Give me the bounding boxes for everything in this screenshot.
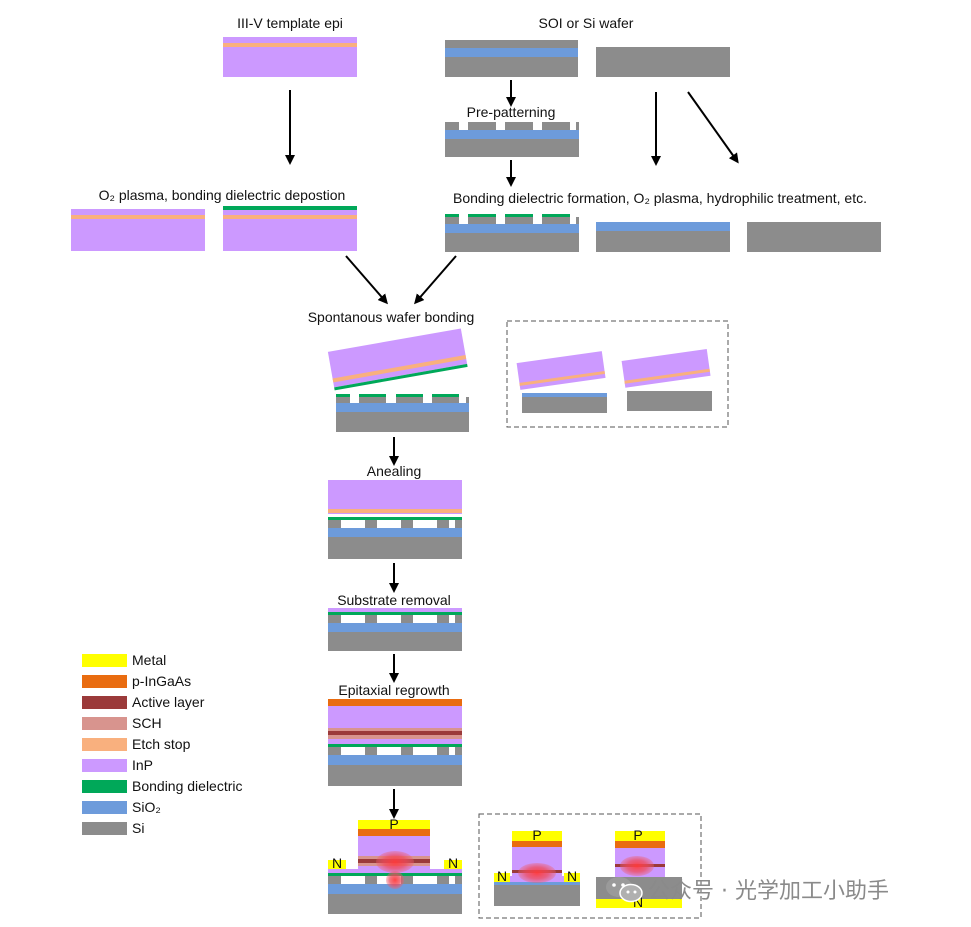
- alt-mode-glow-1: [518, 863, 556, 883]
- dielectric-coated-wafer: [223, 206, 357, 251]
- legend-swatch-si: [82, 822, 127, 835]
- legend-swatch-metal: [82, 654, 127, 667]
- prepatterned-soi: [445, 122, 579, 157]
- legend-label: Metal: [132, 652, 167, 668]
- label-bonding-formation: Bonding dielectric formation, O₂ plasma,…: [453, 190, 867, 206]
- alt-bond-soi: [516, 351, 607, 413]
- legend-item: Active layer: [82, 694, 282, 715]
- final-laser-device: [328, 820, 462, 914]
- legend-label: SiO₂: [132, 799, 161, 815]
- legend-swatch-etch-stop: [82, 738, 127, 751]
- watermark-text: 公众号 · 光学加工小助手: [648, 879, 889, 904]
- si-wafer: [596, 47, 730, 77]
- alt-mode-glow-2: [620, 856, 654, 876]
- wechat-icon: [604, 874, 644, 904]
- label-substrate-removal: Substrate removal: [337, 592, 451, 608]
- alt-bonding-inset: [506, 320, 729, 428]
- legend-swatch-bonding: [82, 780, 127, 793]
- substrate-removed-stack: [328, 608, 462, 651]
- tilted-epi-wafer: [327, 328, 468, 391]
- label-pre-patterning: Pre-patterning: [467, 104, 556, 120]
- legend-label: SCH: [132, 715, 162, 731]
- annealed-stack: [328, 480, 462, 559]
- legend-label: p-InGaAs: [132, 673, 192, 689]
- legend-label: InP: [132, 757, 154, 773]
- legend-swatch-p-ingaas: [82, 675, 127, 688]
- legend-item: SCH: [82, 715, 282, 736]
- device-p-contact: P: [389, 816, 398, 832]
- alt-device-1-n-left: N: [497, 868, 507, 884]
- legend-item: Metal: [82, 652, 282, 673]
- legend-item: Si: [82, 820, 282, 841]
- label-template-epi: III-V template epi: [237, 15, 343, 31]
- legend-item: p-InGaAs: [82, 673, 282, 694]
- arrow-converge-right: [414, 255, 457, 305]
- label-anealing: Anealing: [367, 463, 422, 479]
- legend-label: Active layer: [132, 694, 205, 710]
- alt-device-2-p: P: [633, 827, 642, 843]
- legend-label: Si: [132, 820, 145, 836]
- legend-swatch-active: [82, 696, 127, 709]
- optical-mode-glow: [376, 851, 414, 873]
- device-n-contact-right: N: [448, 855, 458, 871]
- legend-swatch-sio2: [82, 801, 127, 814]
- label-o2-plasma: O₂ plasma, bonding dielectric depostion: [99, 187, 346, 203]
- label-soi-wafer: SOI or Si wafer: [539, 15, 634, 31]
- template-epi-wafer: [223, 37, 357, 77]
- alt-device-1-n-right: N: [567, 868, 577, 884]
- label-spontaneous-bonding: Spontanous wafer bonding: [308, 309, 475, 325]
- legend-swatch-sch: [82, 717, 127, 730]
- alt-device-1-p: P: [532, 827, 541, 843]
- legend-swatch-inp: [82, 759, 127, 772]
- alt-bond-si: [621, 349, 712, 411]
- regrown-stack: [328, 699, 462, 786]
- arrow-converge-left: [345, 255, 388, 305]
- optical-mode-tail: [386, 871, 404, 889]
- arrow-si-diag: [687, 91, 739, 164]
- legend-item: Bonding dielectric: [82, 778, 282, 799]
- legend-item: InP: [82, 757, 282, 778]
- alt-device-2-n: N: [633, 894, 643, 910]
- alt-device-soi: [494, 831, 580, 906]
- label-epitaxial-regrowth: Epitaxial regrowth: [338, 682, 449, 698]
- legend-label: Bonding dielectric: [132, 778, 243, 794]
- material-legend: Metal p-InGaAs Active layer SCH Etch sto…: [82, 652, 282, 841]
- legend-item: SiO₂: [82, 799, 282, 820]
- soi-wafer: [445, 40, 578, 77]
- bonding-dielectric-soi: [445, 214, 579, 252]
- si-treated: [747, 222, 881, 252]
- soi-treated: [596, 222, 730, 252]
- device-n-contact-left: N: [332, 855, 342, 871]
- legend-label: Etch stop: [132, 736, 191, 752]
- legend-item: Etch stop: [82, 736, 282, 757]
- o2-plasma-wafer: [71, 209, 205, 251]
- alt-device-inset: [478, 813, 702, 919]
- watermark: 公众号 · 光学加工小助手: [604, 872, 889, 906]
- bonding-target-soi: [336, 394, 469, 432]
